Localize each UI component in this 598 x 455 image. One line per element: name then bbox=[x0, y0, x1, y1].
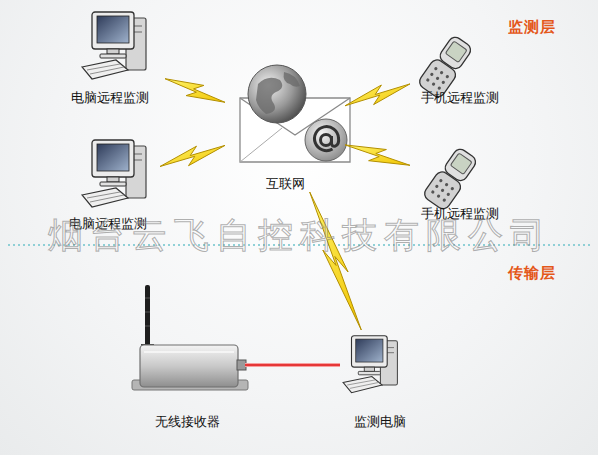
wireless-link bbox=[160, 145, 225, 166]
node-text-group: 无线接收器 bbox=[120, 413, 255, 430]
node-label: 互联网 bbox=[215, 175, 355, 192]
illustration-part bbox=[240, 128, 282, 162]
illustration-part bbox=[321, 135, 332, 146]
device-node: 无线接收器 bbox=[130, 282, 245, 430]
cable-glow bbox=[245, 363, 340, 367]
wireless-link bbox=[345, 84, 410, 106]
illustration-part bbox=[417, 33, 475, 99]
device-node: 电脑远程监测 bbox=[55, 8, 165, 106]
illustration-part bbox=[284, 72, 300, 87]
cable-line bbox=[245, 365, 340, 366]
node-label: 手机远程监测 bbox=[400, 89, 520, 106]
illustration-part bbox=[145, 326, 150, 327]
wireless-receiver bbox=[132, 285, 248, 390]
phone-icon bbox=[422, 145, 480, 211]
device-node: 手机远程监测 bbox=[410, 28, 510, 106]
lightning-bolt bbox=[160, 145, 225, 166]
device-node: 互联网 bbox=[225, 60, 345, 192]
illustration-part bbox=[145, 285, 150, 347]
illustration-part bbox=[82, 140, 146, 207]
lightning-bolt bbox=[310, 192, 362, 330]
lightning-bolt bbox=[165, 79, 225, 103]
wireless-link bbox=[310, 192, 362, 330]
illustration-part bbox=[144, 351, 234, 353]
illustration-part bbox=[256, 78, 282, 114]
node-label: 无线接收器 bbox=[120, 413, 255, 430]
lightning-bolt bbox=[345, 84, 410, 106]
node-label: 监测电脑 bbox=[330, 413, 430, 430]
watermark: 烟台云飞自控科技有限公司 bbox=[48, 212, 552, 259]
node-label: 电脑远程监测 bbox=[45, 89, 175, 106]
illustration-part bbox=[343, 336, 397, 393]
illustration-part bbox=[140, 345, 238, 387]
device-node: 手机远程监测 bbox=[410, 140, 510, 222]
illustration-part bbox=[145, 312, 150, 313]
illustration-part bbox=[82, 12, 146, 79]
computer-icon bbox=[82, 140, 146, 207]
phone-icon bbox=[417, 33, 475, 99]
illustration-part bbox=[305, 119, 347, 161]
layer-label: 监测层 bbox=[508, 18, 556, 37]
layer-label: 传输层 bbox=[508, 264, 556, 283]
illustration-part bbox=[248, 65, 306, 123]
node-text-group: 互联网 bbox=[215, 175, 355, 192]
cable-core bbox=[245, 364, 340, 366]
computer-icon bbox=[82, 12, 146, 79]
internet-icon bbox=[240, 65, 350, 162]
illustration-part bbox=[315, 127, 339, 151]
illustration-part bbox=[237, 360, 246, 370]
wireless-link bbox=[165, 79, 225, 103]
computer-icon bbox=[343, 336, 397, 393]
device-node: 监测电脑 bbox=[340, 330, 420, 430]
node-text-group: 电脑远程监测 bbox=[45, 89, 175, 106]
illustration-part bbox=[422, 145, 480, 211]
node-text-group: 手机远程监测 bbox=[400, 89, 520, 106]
lightning-bolt bbox=[345, 145, 410, 165]
node-text-group: 监测电脑 bbox=[330, 413, 430, 430]
wireless-link bbox=[345, 145, 410, 165]
illustration-part bbox=[145, 298, 150, 299]
